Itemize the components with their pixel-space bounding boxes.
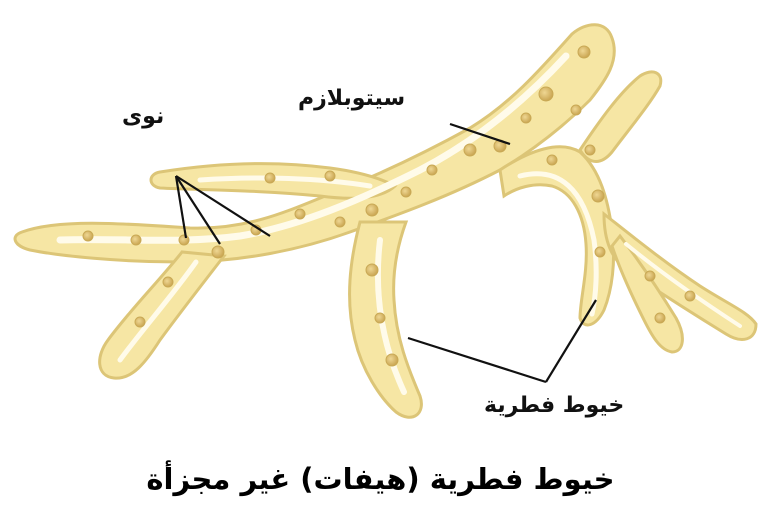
hypha-middle-branch xyxy=(350,222,422,417)
nuclei-label: نوى xyxy=(122,104,164,129)
hyphae-leader-2 xyxy=(546,300,596,382)
cytoplasm-label: سيتوبلازم xyxy=(298,86,405,111)
hypha-main-trunk xyxy=(15,25,614,262)
hyphae-leader-1 xyxy=(408,338,546,382)
figure-caption: خيوط فطرية (هيفات) غير مجزأة xyxy=(0,462,761,496)
hyphae-label: خيوط فطرية xyxy=(484,393,624,418)
hyphae-body xyxy=(15,25,756,418)
